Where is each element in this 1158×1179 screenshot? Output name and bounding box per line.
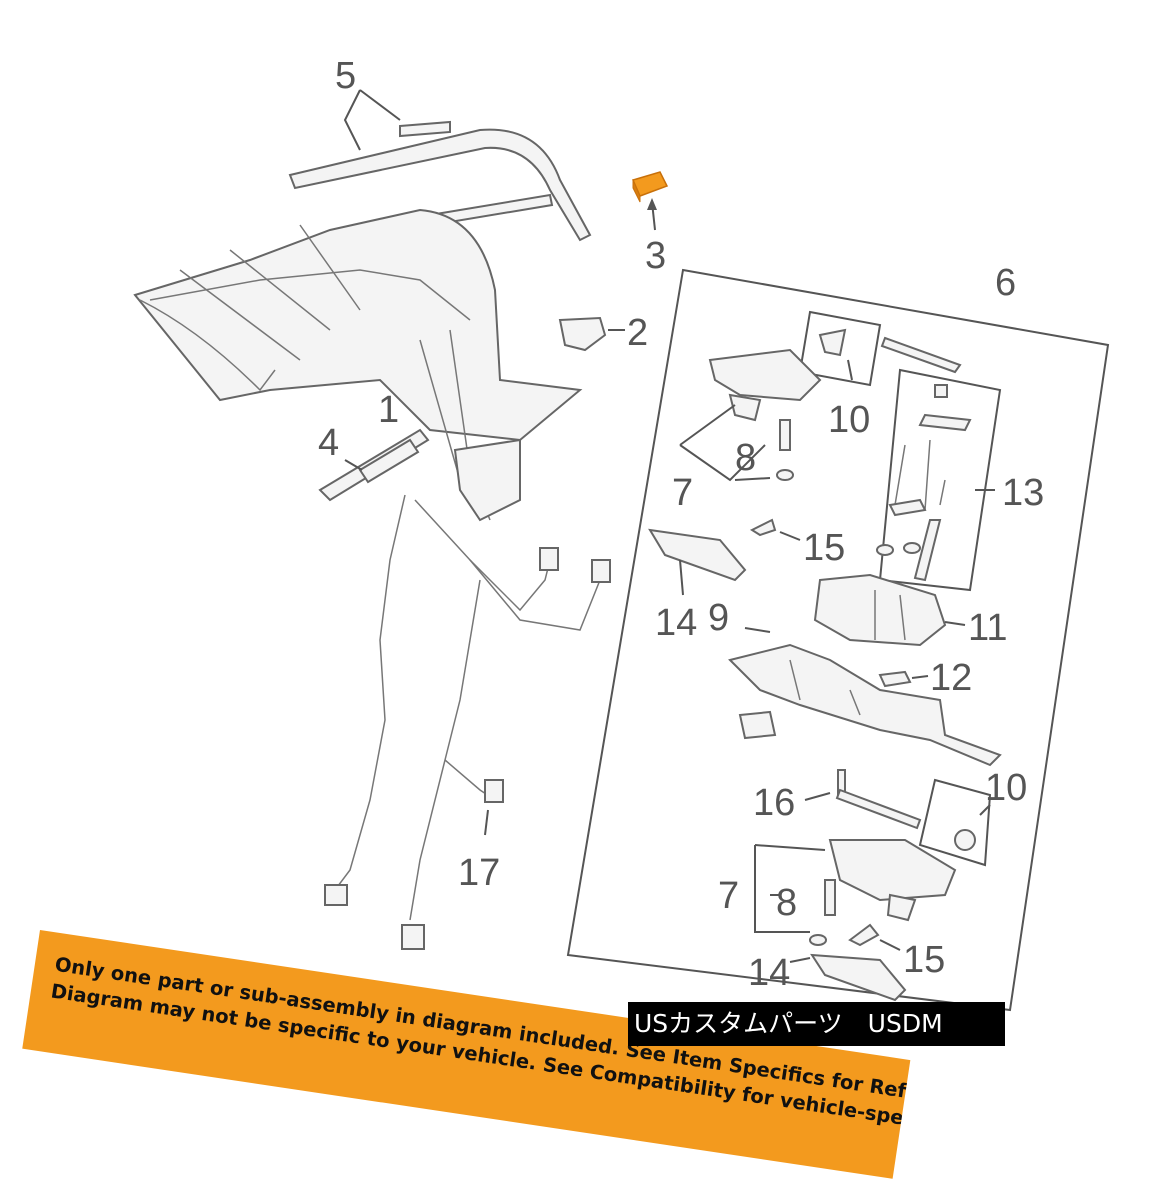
- callout-14-upper: 14: [655, 602, 697, 644]
- callout-15-lower: 15: [903, 939, 945, 981]
- callout-13: 13: [1002, 472, 1044, 514]
- part-3-highlighted: [631, 171, 669, 231]
- callout-10-lower: 10: [985, 767, 1027, 809]
- part-15-upper-clip: [749, 518, 777, 537]
- callout-11: 11: [968, 607, 1007, 649]
- callout-8-upper: 8: [735, 437, 756, 479]
- part-4-strut: [318, 428, 430, 502]
- callout-3: 3: [645, 235, 666, 277]
- part-14-upper-bracket: [648, 528, 747, 582]
- callout-9: 9: [708, 597, 729, 639]
- callout-2: 2: [627, 312, 648, 354]
- part-11-motor: [813, 573, 947, 647]
- part-9-main-bracket: [728, 643, 1002, 767]
- upper-latch-group: [708, 328, 962, 481]
- part-17-wiring-harness: [324, 494, 611, 950]
- part-15-lower-clip: [848, 923, 880, 947]
- callout-6: 6: [995, 262, 1016, 304]
- callout-1: 1: [378, 389, 399, 431]
- callout-4: 4: [318, 422, 339, 464]
- callout-15-upper: 15: [803, 527, 845, 569]
- lower-latch-group: [809, 829, 976, 946]
- callout-16: 16: [753, 782, 795, 824]
- part-2-bracket: [558, 316, 607, 352]
- part-5-weatherstrip: [288, 120, 592, 242]
- callout-12: 12: [930, 657, 972, 699]
- part-14-lower-bracket: [810, 953, 907, 1002]
- seller-watermark: USカスタムパーツ USDM: [628, 1002, 1005, 1046]
- callout-14-lower: 14: [748, 952, 790, 994]
- part-12-pad: [878, 670, 912, 688]
- part-1-top-frame: [133, 208, 583, 522]
- part-6-assembly-box: [566, 268, 1110, 1012]
- callout-5: 5: [335, 55, 356, 97]
- callout-7-upper: 7: [672, 472, 693, 514]
- part-13-hardware-kit: [876, 384, 972, 582]
- callout-7-lower: 7: [718, 875, 739, 917]
- callout-8-lower: 8: [776, 882, 797, 924]
- part-16-pin: [835, 769, 922, 830]
- callout-17: 17: [458, 852, 500, 894]
- callout-10-upper: 10: [828, 399, 870, 441]
